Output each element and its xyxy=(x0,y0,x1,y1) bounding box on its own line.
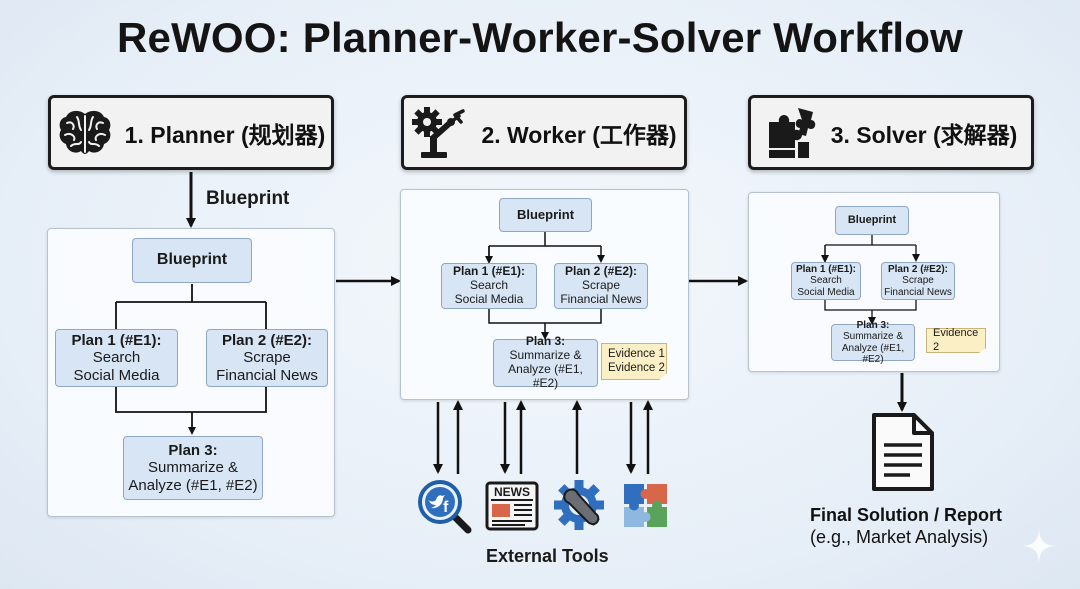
blueprint-label: Blueprint xyxy=(156,251,228,269)
news-icon: NEWS xyxy=(485,481,539,531)
final-solution-title: Final Solution / Report xyxy=(810,505,1002,525)
evidence-2: Evidence 2 xyxy=(933,327,979,353)
solver-title: 3. Solver (求解器) xyxy=(830,121,1018,148)
blueprint-label: Blueprint xyxy=(516,206,575,222)
plan2-line1: Scrape xyxy=(243,349,291,367)
external-tools-label: External Tools xyxy=(486,546,609,566)
plan1-title: Plan 1 (#E1): xyxy=(71,332,162,350)
page-title: ReWOO: Planner-Worker-Solver Workflow xyxy=(117,14,963,61)
solver-plan3-node: Plan 3: Summarize & Analyze (#E1, #E2) xyxy=(831,320,915,365)
plan1-title: Plan 1 (#E1): xyxy=(795,263,857,275)
plan2-line2: Financial News xyxy=(216,366,318,384)
solver-header: 3. Solver (求解器) xyxy=(748,95,1034,170)
planner-plan3-node: Plan 3: Summarize & Analyze (#E1, #E2) xyxy=(123,436,263,500)
plan2-title: Plan 2 (#E2): xyxy=(564,264,638,279)
plan3-line1: Summarize & xyxy=(509,348,582,363)
plan2-title: Plan 2 (#E2): xyxy=(887,263,949,275)
plan3-line2: Analyze (#E1, #E2) xyxy=(841,342,905,366)
planner-panel-lines xyxy=(115,284,267,518)
planner-header: 1. Planner (规划器) xyxy=(48,95,334,170)
worker-panel-lines xyxy=(485,232,690,401)
planner-blueprint-node: Blueprint xyxy=(132,238,252,283)
final-solution-subtitle: (e.g., Market Analysis) xyxy=(810,527,989,547)
plan3-line1: Summarize & xyxy=(842,331,903,342)
worker-blueprint-node: Blueprint xyxy=(499,198,592,232)
plan2-title: Plan 2 (#E2): xyxy=(221,332,313,350)
plan1-line1: Search xyxy=(469,278,509,293)
plan2-line1: Scrape xyxy=(581,278,621,293)
worker-plan2-node: Plan 2 (#E2): Scrape Financial News xyxy=(554,263,648,309)
news-icon-text: NEWS xyxy=(494,485,530,499)
plan1-line1: Search xyxy=(92,349,141,367)
solver-plan2-node: Plan 2 (#E2): Scrape Financial News xyxy=(881,262,955,300)
plan3-title: Plan 3: xyxy=(525,334,566,349)
evidence-1: Evidence 1 xyxy=(608,347,665,360)
solver-blueprint-node: Blueprint xyxy=(835,206,909,235)
planner-plan1-node: Plan 1 (#E1): Search Social Media xyxy=(55,329,178,387)
blueprint-label: Blueprint xyxy=(847,214,897,227)
planner-plan2-node: Plan 2 (#E2): Scrape Financial News xyxy=(206,329,328,387)
solver-panel-lines xyxy=(821,235,1001,373)
worker-panel: Blueprint Plan 1 (#E1): Search Social Me… xyxy=(400,189,689,400)
plan2-line2: Financial News xyxy=(884,286,952,298)
planner-title: 1. Planner (规划器) xyxy=(124,121,326,148)
robot-arm-gear-icon xyxy=(412,106,466,158)
solver-panel: Blueprint Plan 1 (#E1): Search Social Me… xyxy=(748,192,1000,372)
evidence-2: Evidence 2 xyxy=(608,361,665,374)
social-search-icon: f xyxy=(418,480,472,534)
worker-title: 2. Worker (工作器) xyxy=(481,121,677,148)
plan2-line1: Scrape xyxy=(902,275,934,287)
solver-plan1-node: Plan 1 (#E1): Search Social Media xyxy=(791,262,861,300)
solver-evidence-note: Evidence 2 xyxy=(926,328,986,353)
plan3-line2: Analyze (#E1, #E2) xyxy=(508,362,583,390)
gear-wrench-icon xyxy=(554,480,604,530)
puzzle-tool-icon xyxy=(624,484,667,527)
plan3-title: Plan 3: xyxy=(168,442,218,460)
document-icon xyxy=(872,413,934,491)
plan1-line2: Social Media xyxy=(73,366,160,384)
planner-panel: Blueprint Plan 1 (#E1): Search Social Me… xyxy=(47,228,335,517)
worker-evidence-note: Evidence 1 Evidence 2 xyxy=(601,343,667,380)
plan1-title: Plan 1 (#E1): xyxy=(452,264,526,279)
plan3-line1: Summarize & xyxy=(147,459,239,477)
blueprint-arrow-label: Blueprint xyxy=(206,188,290,209)
plan1-line2: Social Media xyxy=(454,291,524,306)
plan2-line2: Financial News xyxy=(560,291,642,306)
facebook-letter: f xyxy=(443,499,449,516)
worker-header: 2. Worker (工作器) xyxy=(401,95,687,170)
plan3-line2: Analyze (#E1, #E2) xyxy=(128,476,258,494)
worker-plan3-node: Plan 3: Summarize & Analyze (#E1, #E2) xyxy=(493,335,598,390)
plan3-title: Plan 3: xyxy=(856,319,890,331)
puzzle-icon xyxy=(768,107,815,158)
sparkle-icon xyxy=(1022,529,1056,563)
brain-icon xyxy=(59,110,111,154)
worker-plan1-node: Plan 1 (#E1): Search Social Media xyxy=(441,263,537,309)
plan1-line1: Search xyxy=(810,275,842,287)
plan1-line2: Social Media xyxy=(797,286,855,298)
